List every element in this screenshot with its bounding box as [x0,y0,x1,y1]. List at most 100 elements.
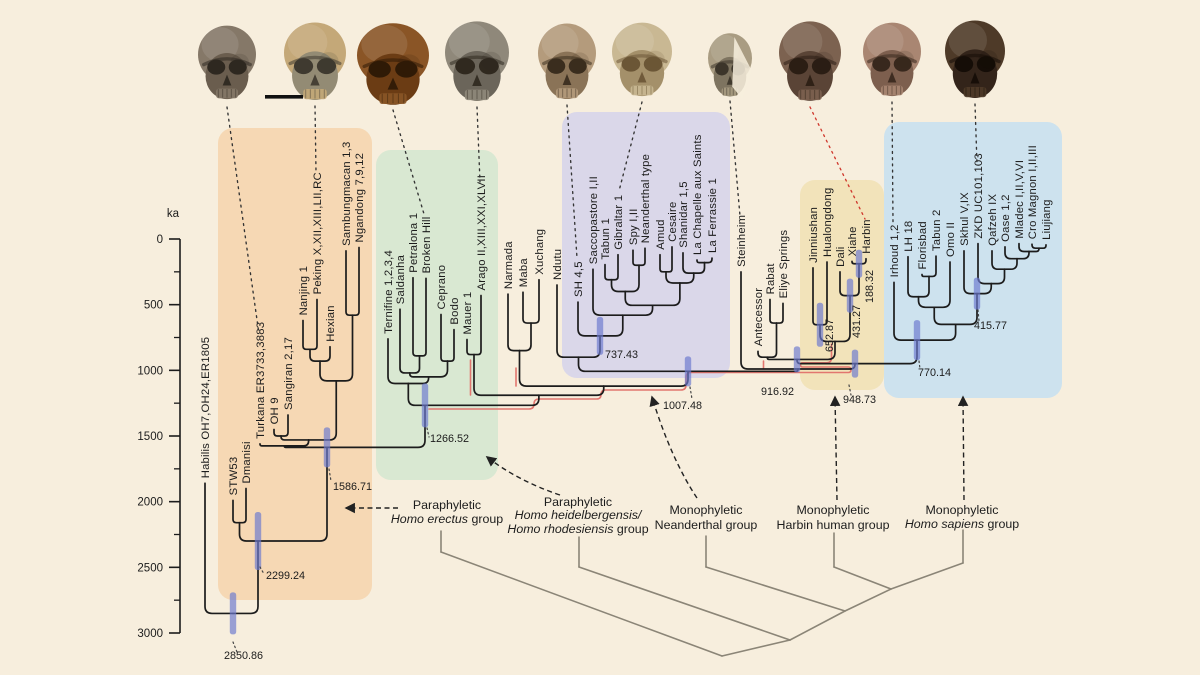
caption-arrow-neanderthal [649,395,698,499]
hpd-bar-770.14 [913,320,921,361]
tree-branch [259,443,286,447]
tip-label-turkana-er3733-3883: Turkana ER3733,3883 [255,322,267,439]
tip-label-narmada: Narmada [503,241,515,289]
summary-tree-line [789,610,846,641]
axis-tick-label: 1500 [137,431,163,443]
tip-label-arago-ii-xiii-xxi-xlvii: Arago II,XIII,XXI,XLVII [476,175,488,291]
tip-label-rabat: Rabat [765,263,777,295]
summary-tree-line [833,566,892,590]
tip-label-amud: Amud [655,219,667,249]
tree-branch [538,385,605,397]
tree-branch [473,353,540,397]
tip-label-cesaire: Cesaire [667,202,679,242]
tree-branch [610,253,619,281]
hpd-bar-1266.52 [421,383,429,428]
tip-label-dali: Dali [835,247,847,267]
tip-label-shanidar-1-5: Shanidar 1,5 [678,181,690,247]
tree-branch [692,261,706,274]
node-age-label: 415.77 [974,320,1007,332]
tip-and-node-labels: 737.43652.87188.32431.27916.92415.77770.… [200,134,1053,662]
bar-label-tick [259,566,265,575]
tree-branch [696,259,706,264]
node-age-label: 652.87 [824,319,836,352]
tree-branch [775,302,784,324]
tip-label-tabun-2: Tabun 2 [931,209,943,251]
tree-branch [819,261,828,326]
tree-branch [407,376,430,385]
tree-branch [522,291,532,324]
tree-branch [238,487,247,524]
heidelbergensis-group-box [376,150,498,480]
tree-branch [933,261,951,309]
tip-label-maba: Maba [518,258,530,288]
tip-label-florisbad: Florisbad [917,221,929,269]
tip-label-saldanha: Saldanha [395,254,407,304]
tree-branch [766,322,778,359]
tree-branch [858,257,867,265]
tree-branch [473,294,482,356]
skull-connector [566,104,578,259]
tree-branch [424,394,540,407]
tree-branch [796,340,836,361]
tree-branch [273,428,282,437]
hpd-bar-2299.24 [254,511,262,570]
node-age-label: 1266.52 [430,433,469,445]
tree-branch [1018,242,1030,253]
tree-branch [812,267,821,326]
tip-label-gibraltar-1: Gibraltar 1 [613,195,625,250]
tip-label-ceprano: Ceprano [436,265,448,310]
sima-de-los-huesos-skull [538,23,596,100]
tree-branch [928,255,937,278]
skull-connector [974,103,978,165]
tip-label-ternifine-1-2-3-4: Ternifine 1,2,3,4 [383,250,395,334]
tree-branch [834,294,851,343]
caption-heidelbergensis-line3: Homo rhodesiensis group [507,522,648,536]
tree-branch [418,277,427,357]
skull-connector [476,106,481,183]
tree-branch [916,323,957,341]
tree-branch [530,278,540,324]
tree-branch [556,284,580,359]
hpd-bar-415.77 [973,277,981,310]
axis-tick-label: 2500 [137,562,163,574]
tree-branch [232,499,241,524]
node-age-label: 948.73 [843,394,876,406]
tip-label-saccopastore-i-ii: Saccopastore I,II [588,176,600,264]
tip-label-nanjing-1: Nanjing 1 [298,266,310,316]
tree-branch [577,301,601,337]
tree-branch [757,350,769,359]
erectus-group-box [218,128,372,600]
skull-connector [314,105,317,173]
tip-label-petralona-1: Petralona 1 [408,213,420,273]
tree-branch [1003,257,1018,271]
tree-branch [407,382,426,407]
caption-arrow-harbin [829,395,841,501]
tip-label-oh-9: OH 9 [269,397,281,424]
tree-branch [976,282,993,295]
tree-branch [408,372,430,378]
arago-skull [445,21,509,101]
skull-connector [891,101,894,223]
caption-heidelbergensis-line2: Homo heidelbergensis/ [515,508,643,522]
skull-image-row [198,20,1005,105]
caption-harbin-line1: Monophyletic [796,503,869,517]
tip-label-ndutu: Ndutu [552,249,564,280]
gibraltar-1-skull [612,22,672,97]
tree-branch [1031,243,1040,250]
tree-branch [238,521,259,542]
caption-harbin-line2: Harbin human group [777,518,890,532]
tree-branch [351,246,360,317]
neanderthal-group-box [562,112,730,378]
tree-branch [232,540,259,615]
broken-hill-skull [357,23,429,105]
tree-branch [283,439,310,447]
tree-branch [893,281,918,341]
tip-label-harbin: Harbin [861,219,873,253]
axis-tick-label: 1000 [137,365,163,377]
skull-connector [729,100,741,217]
node-age-label: 188.32 [864,270,876,303]
tree-branch [610,278,627,293]
